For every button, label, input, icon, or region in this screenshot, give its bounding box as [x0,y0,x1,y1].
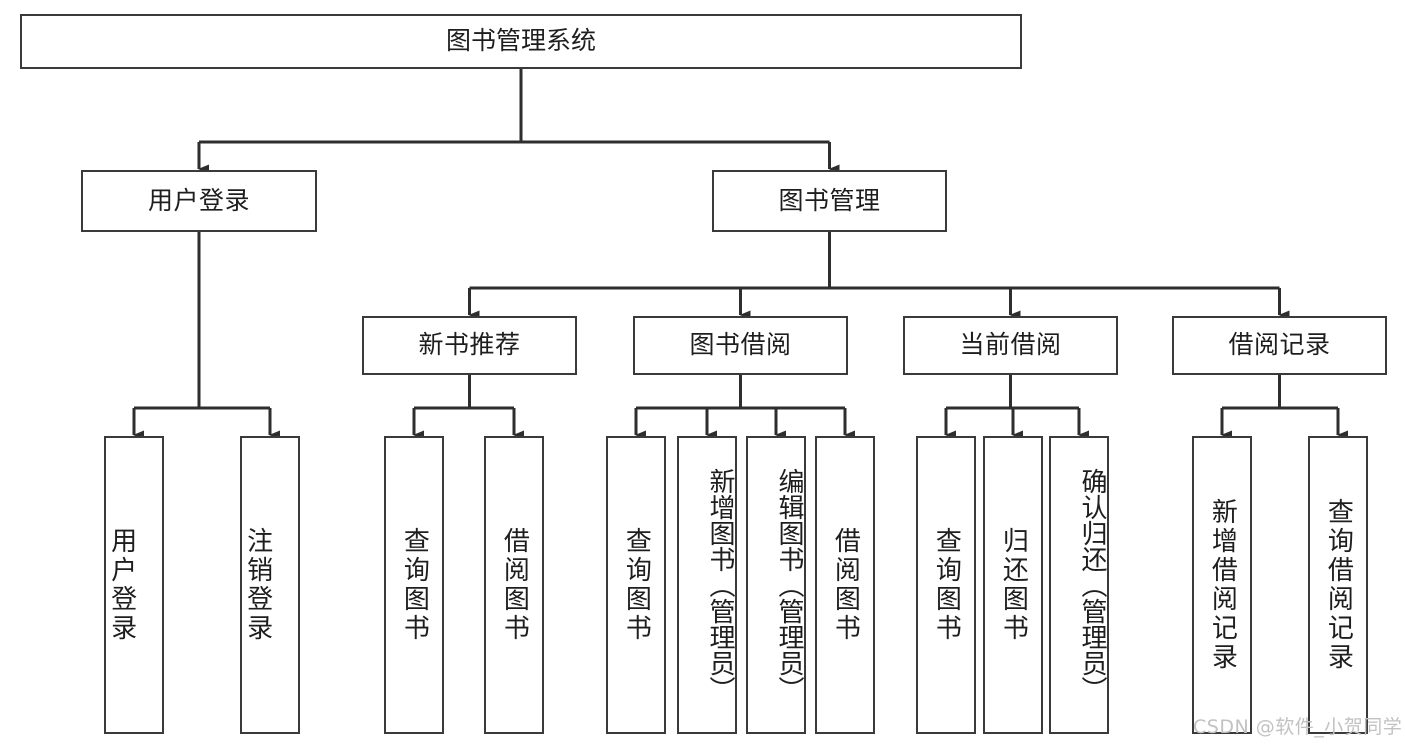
node-leaf-query-book-3-label: 查询图书 [931,527,962,643]
node-leaf-borrow-book-1-label: 借阅图书 [499,527,530,643]
node-leaf-logout-label: 注销登录 [242,527,273,643]
node-leaf-return-book-label: 归还图书 [998,527,1029,643]
node-leaf-user-login-label: 用户登录 [106,527,137,643]
node-leaf-query-book-2-label: 查询图书 [621,527,652,643]
node-leaf-return-book: 归还图书 [983,436,1043,734]
node-leaf-query-record: 查询借阅记录 [1308,436,1368,734]
node-root-label: 图书管理系统 [445,26,596,56]
node-borrow-record-label: 借阅记录 [1228,330,1331,360]
node-leaf-query-record-label: 查询借阅记录 [1323,498,1354,672]
node-borrow-record: 借阅记录 [1172,316,1387,375]
node-user-login: 用户登录 [81,170,317,232]
node-leaf-edit-book-label: 编辑图书（管理员） [774,468,804,702]
node-leaf-confirm-return-label: 确认归还（管理员） [1077,468,1107,702]
node-new-book-rec-label: 新书推荐 [418,330,521,360]
node-leaf-borrow-book-1: 借阅图书 [484,436,544,734]
node-leaf-confirm-return: 确认归还（管理员） [1049,436,1109,734]
node-leaf-logout: 注销登录 [240,436,300,734]
node-current-borrow: 当前借阅 [903,316,1118,375]
node-new-book-rec: 新书推荐 [362,316,577,375]
node-leaf-add-book-label: 新增图书（管理员） [705,468,735,702]
node-leaf-borrow-book-2-label: 借阅图书 [830,527,861,643]
node-book-borrow-label: 图书借阅 [689,330,792,360]
node-leaf-borrow-book-2: 借阅图书 [815,436,875,734]
node-leaf-user-login: 用户登录 [104,436,164,734]
node-leaf-query-book-2: 查询图书 [606,436,666,734]
node-book-borrow: 图书借阅 [633,316,848,375]
node-root: 图书管理系统 [20,14,1022,69]
node-book-manage: 图书管理 [712,170,947,232]
node-leaf-add-record: 新增借阅记录 [1192,436,1252,734]
node-leaf-query-book-3: 查询图书 [916,436,976,734]
node-leaf-add-record-label: 新增借阅记录 [1207,498,1238,672]
node-user-login-label: 用户登录 [147,185,250,215]
node-leaf-edit-book: 编辑图书（管理员） [746,436,806,734]
node-leaf-add-book: 新增图书（管理员） [677,436,737,734]
node-book-manage-label: 图书管理 [778,185,881,215]
node-current-borrow-label: 当前借阅 [959,330,1062,360]
node-leaf-query-book-1: 查询图书 [384,436,444,734]
csdn-watermark: CSDN @软件_小贺同学 [1193,716,1403,738]
node-leaf-query-book-1-label: 查询图书 [399,527,430,643]
